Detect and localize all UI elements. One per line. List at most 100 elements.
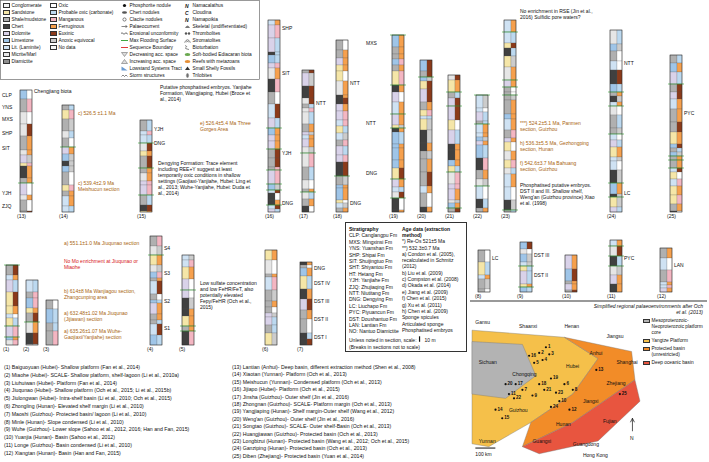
legend-text: Limestone (12, 38, 34, 43)
legend-entry: Mesoproterozoic-Neoproterozoic platform … (643, 318, 706, 336)
redox-bed (667, 285, 672, 288)
formation-code: NTT (350, 80, 360, 86)
lithology-bed (392, 198, 399, 210)
redox-bed (275, 55, 280, 63)
annotation: No enrichment in RSE (Jin et al., 2016) … (520, 8, 595, 20)
redox-bed (617, 115, 622, 128)
column-outline (6, 265, 18, 345)
legend-text: a) Condon et al. (2005), recalculated in… (402, 251, 465, 269)
lithology-bed (610, 102, 617, 106)
legend-symbol (184, 66, 191, 71)
redox-bed (455, 160, 460, 166)
lithology-bed (565, 281, 572, 284)
lithology-bed (268, 205, 275, 209)
redox-bed (275, 141, 280, 149)
redox-bed (69, 206, 74, 212)
lithology-bed (265, 260, 272, 274)
legend-text: LC: Liuchapo Fm (349, 303, 399, 309)
redox-bed (189, 316, 194, 326)
lithology-bed (6, 340, 13, 345)
lithology-bed (476, 112, 483, 121)
max-flooding-line (502, 87, 518, 88)
legend-text: Phosphorite nodule (130, 3, 171, 8)
redox-bed (189, 290, 194, 298)
legend-text: SIT: Shuijingtuo Fm (349, 258, 399, 264)
redox-bed (27, 183, 32, 195)
lithology-bed (6, 280, 13, 292)
column-number: (18) (333, 213, 342, 219)
redox-bed (69, 161, 74, 166)
lithology-bed (504, 142, 511, 151)
lithology-bed (302, 70, 309, 73)
column-outline (150, 236, 162, 345)
redox-bed (511, 119, 516, 130)
legend-text: ZJQ: Zhujiaqing Fm (349, 284, 399, 290)
redox-bed (275, 209, 280, 212)
lithology-bed (392, 179, 399, 187)
redox-bed (527, 271, 532, 284)
legend-text: Sandstone (12, 10, 35, 15)
redox-bed (343, 185, 348, 188)
site-number: 23 (558, 390, 563, 395)
lithology-bed (268, 38, 275, 52)
site-number: 13 (598, 367, 603, 372)
redox-bed (147, 143, 152, 151)
site-dot (521, 389, 523, 391)
formation-code: NTT (316, 100, 326, 106)
redox-bed (307, 265, 312, 268)
lithology-bed (268, 20, 275, 25)
redox-bed (511, 67, 516, 80)
legend-symbol (184, 59, 191, 64)
redox-bed (33, 313, 38, 322)
lithology-bed (610, 140, 617, 147)
lithology-bed (520, 242, 527, 249)
scale-bar (475, 448, 495, 449)
lithology-bed (26, 292, 33, 298)
max-flooding-line (474, 186, 490, 187)
site-dot (550, 377, 552, 379)
lithology-bed (610, 275, 617, 284)
lithology-bed (182, 316, 189, 326)
redox-bed (27, 90, 32, 99)
redox-bed (483, 199, 488, 208)
legend-swatch (50, 3, 57, 8)
lithology-bed (610, 96, 617, 102)
lithology-bed (46, 300, 53, 309)
column-number: (2) (23, 346, 29, 352)
legend-entry: Probable oxic (carbonate) (50, 10, 113, 16)
site-dot (528, 355, 530, 357)
lithology-bed (265, 313, 272, 317)
lithology-bed (300, 339, 307, 345)
legend-symbol (121, 52, 128, 57)
column-number: (20) (417, 213, 426, 219)
redox-bed (272, 325, 277, 333)
lithology-bed (268, 193, 275, 200)
redox-bed (677, 186, 682, 195)
column-number: (10) (562, 293, 571, 299)
age-label: h) 536.3±5.5 Ma, Gezhongping section, Hu… (520, 140, 592, 152)
legend-symbol (121, 73, 128, 78)
formation-code: DST II (534, 272, 548, 278)
redox-bed (275, 68, 280, 79)
legend-text: Oxic (59, 3, 69, 8)
formation-code: YJH (2, 190, 11, 196)
redox-bed (483, 121, 488, 124)
legend-text: Sequence Boundary (130, 45, 173, 50)
redox-bed (69, 131, 74, 138)
redox-bed (572, 284, 577, 290)
lithology-bed (336, 162, 343, 176)
lithology-bed (20, 112, 27, 124)
redox-bed (343, 188, 348, 200)
lithology-bed (336, 176, 343, 185)
legend-entry: Namacalathus (184, 3, 223, 9)
column-outline (182, 255, 194, 345)
legend-entry: Small Shelly Fossils (184, 66, 235, 72)
lithology-bed (565, 255, 572, 269)
redox-bed (272, 290, 277, 301)
redox-bed (309, 98, 314, 104)
redox-bed (677, 99, 682, 109)
redox-bed (27, 136, 32, 150)
formation-code: LC (492, 255, 498, 261)
lithology-bed (420, 193, 427, 207)
column-number: (21) (445, 213, 454, 219)
